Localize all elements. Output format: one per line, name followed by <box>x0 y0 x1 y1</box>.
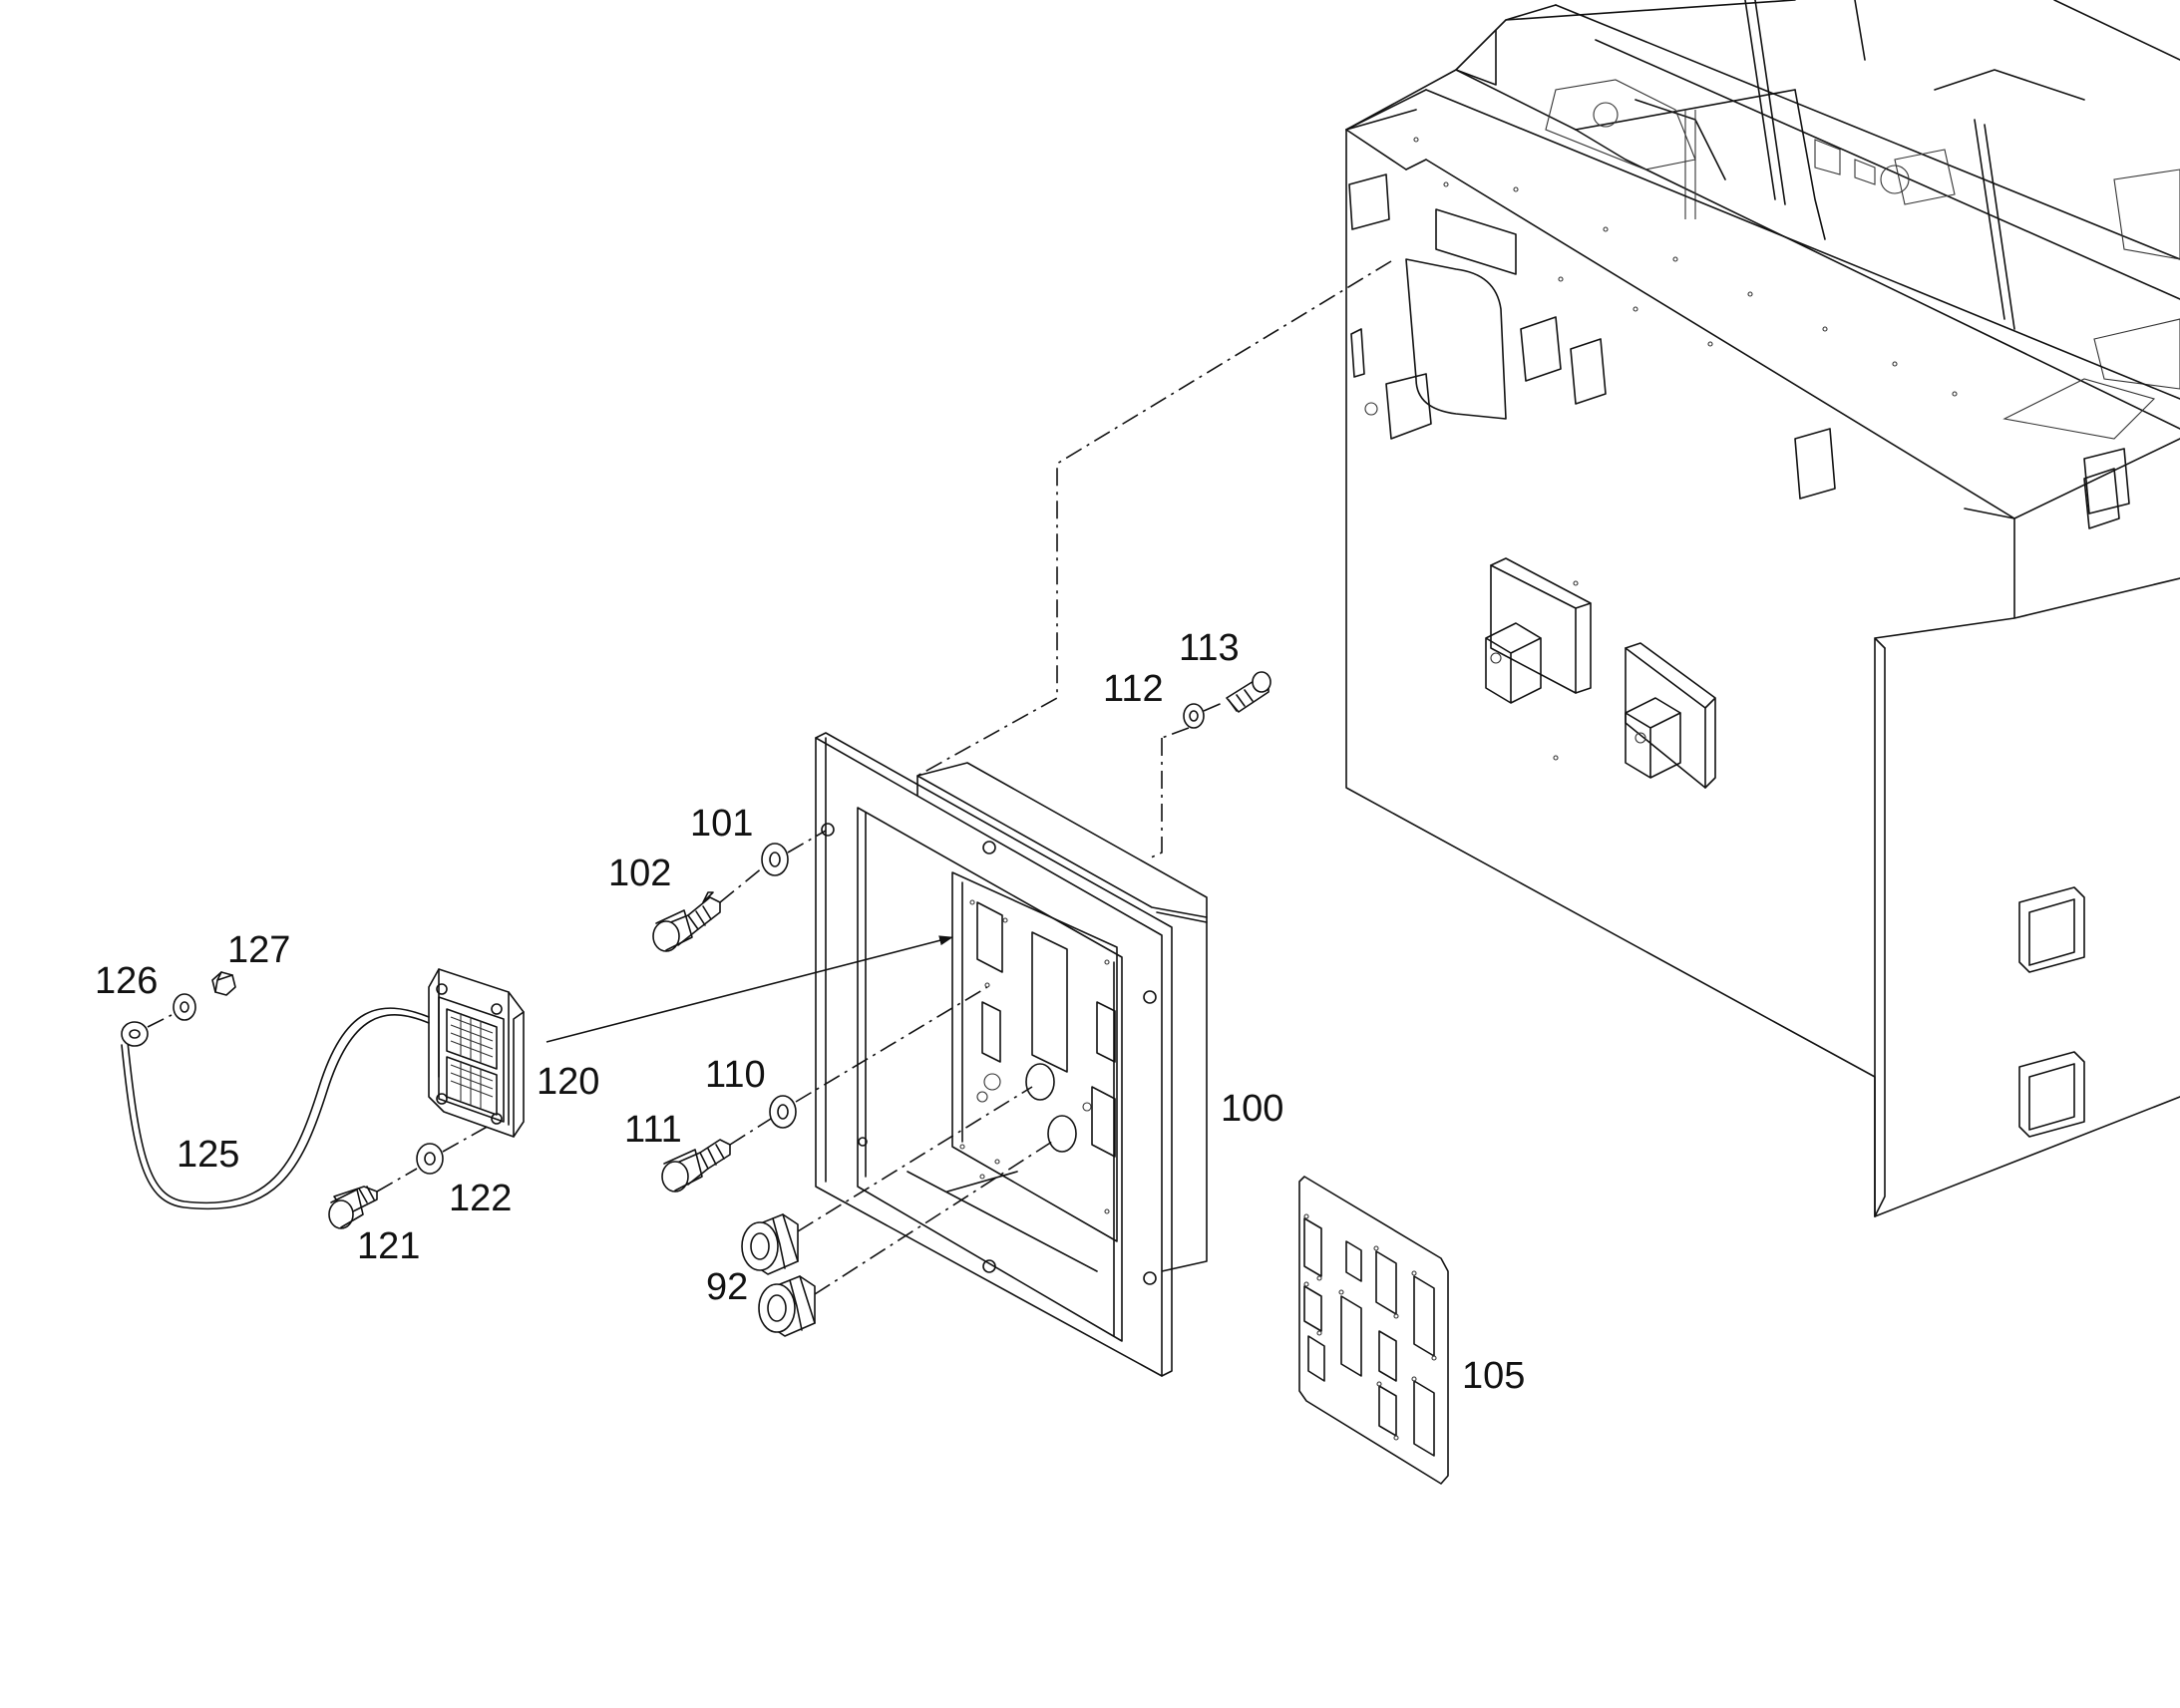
callout-111: 111 <box>624 1109 682 1151</box>
screw-113 <box>1226 671 1272 713</box>
callout-100: 100 <box>1221 1088 1283 1130</box>
screw-111 <box>661 1139 731 1193</box>
callout-125: 125 <box>177 1134 239 1176</box>
callout-105: 105 <box>1462 1355 1525 1397</box>
screw-102 <box>652 891 721 952</box>
callout-113: 113 <box>1179 627 1240 669</box>
washer-101 <box>761 843 789 876</box>
gasket-plate-105 <box>1298 1176 1449 1485</box>
callout-121: 121 <box>357 1225 420 1267</box>
callout-92: 92 <box>706 1266 748 1308</box>
callout-120: 120 <box>537 1061 599 1103</box>
cable-gland-92 <box>741 1213 816 1337</box>
washer-122 <box>416 1143 444 1175</box>
callout-112: 112 <box>1103 668 1164 710</box>
callout-122: 122 <box>449 1178 512 1219</box>
callout-102: 102 <box>608 853 671 894</box>
screw-121 <box>328 1186 378 1229</box>
ground-cable-125 <box>121 1007 430 1210</box>
nut-127 <box>211 971 236 996</box>
callout-110: 110 <box>705 1054 766 1096</box>
machine-housing <box>1345 0 2180 1217</box>
callout-126: 126 <box>95 960 158 1002</box>
callout-labels: 100 101 102 105 110 111 112 113 120 121 … <box>95 627 1525 1397</box>
washer-126 <box>173 993 196 1021</box>
panel-100 <box>815 732 1208 1377</box>
callout-127: 127 <box>227 929 290 971</box>
callout-101: 101 <box>690 803 753 845</box>
washer-112 <box>1183 703 1205 729</box>
connector-120 <box>428 968 525 1138</box>
washer-110 <box>769 1095 797 1129</box>
